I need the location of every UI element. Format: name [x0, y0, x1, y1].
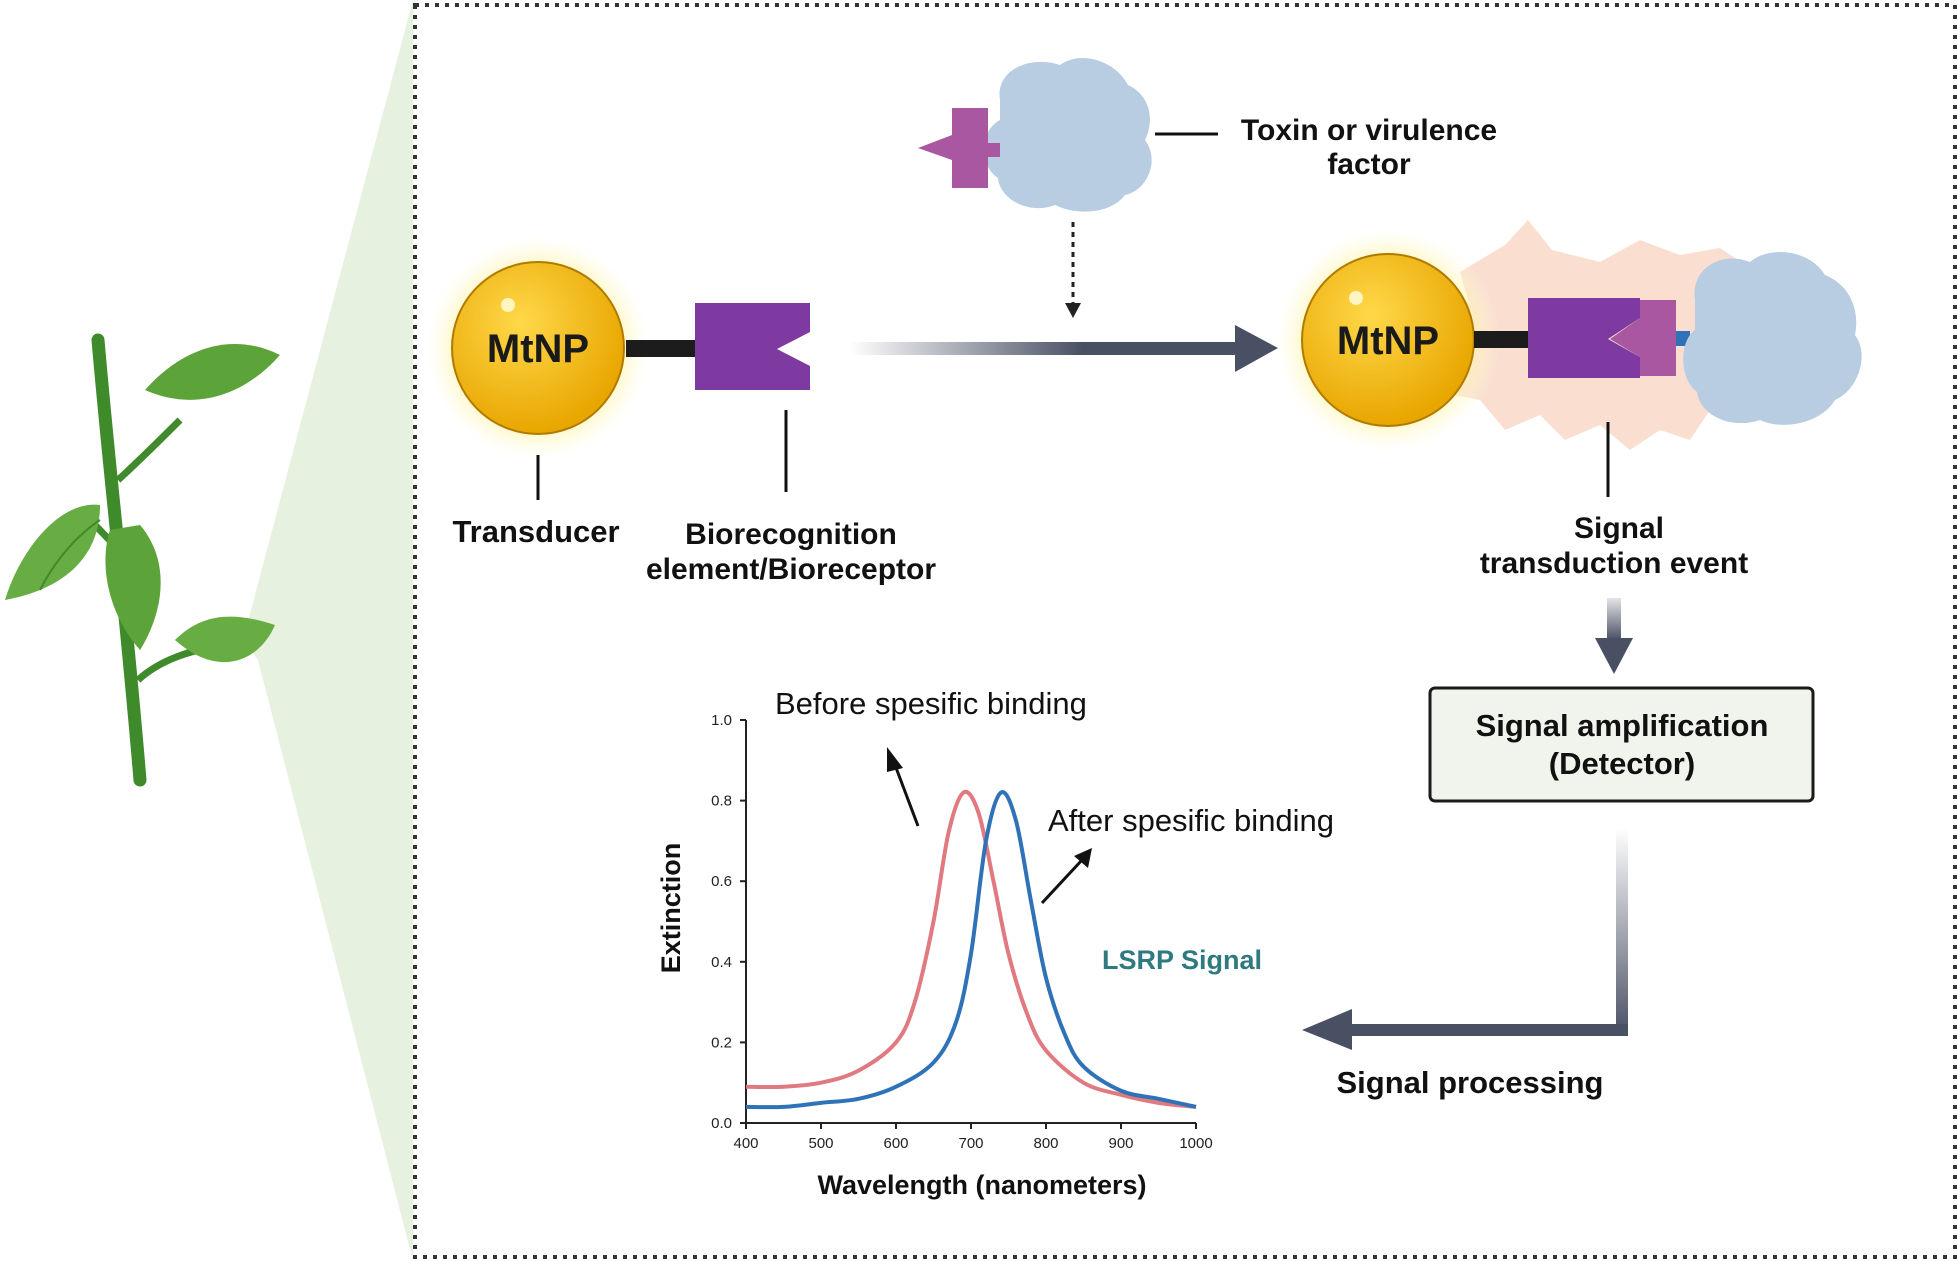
after-annotation-arrowhead [1074, 848, 1092, 868]
transducer-nanoparticle: MtNP [426, 236, 650, 460]
y-tick-label: 0.0 [711, 1115, 732, 1132]
chart-x-ticks: 400 500 600 700 800 900 1000 [733, 1123, 1213, 1152]
processing-arrow-vertical [1616, 828, 1628, 1036]
plant-icon [5, 333, 280, 787]
bioreceptor-label-line1: Biorecognition [685, 518, 897, 551]
process-arrowhead [1235, 325, 1278, 372]
chart-y-label: Extinction [656, 843, 686, 974]
chart-x-label: Wavelength (nanometers) [817, 1170, 1146, 1200]
detector-label-line2: (Detector) [1549, 746, 1695, 781]
zoom-cone [243, 0, 413, 1261]
bound-nanoparticle: MtNP [1276, 228, 1500, 452]
transducer-label: Transducer [452, 514, 619, 549]
x-tick-label: 600 [883, 1135, 908, 1152]
bound-toxin-ligand [1640, 300, 1676, 376]
processing-arrowhead [1302, 1009, 1352, 1050]
series-line-before-binding [745, 789, 1197, 1109]
linker-right [1474, 331, 1529, 348]
x-tick-label: 500 [808, 1135, 833, 1152]
extinction-chart: 0.0 0.2 0.4 0.6 0.8 1.0 400 500 600 700 800 900 100… [656, 712, 1213, 1200]
toxin-label-line1: Toxin or virulence [1241, 114, 1497, 147]
processing-label: Signal processing [1336, 1065, 1603, 1100]
x-tick-label: 800 [1033, 1135, 1058, 1152]
x-tick-label: 400 [733, 1135, 758, 1152]
detector-box [1428, 686, 1815, 803]
series-line-after-binding [745, 790, 1197, 1110]
x-tick-label: 700 [958, 1135, 983, 1152]
toxin-molecule [918, 57, 1152, 212]
after-annotation-arrow [1040, 858, 1084, 905]
to-detector-arrowhead [1595, 638, 1633, 674]
bioreceptor-label-line2: element/Bioreceptor [646, 553, 936, 586]
binding-dashed-arrowhead [1065, 303, 1081, 318]
annotation-lsrp-signal: LSRP Signal [1102, 945, 1262, 975]
annotation-before-binding: Before spesific binding [775, 686, 1087, 721]
before-annotation-arrowhead [887, 747, 903, 772]
signal-transduction-label-line2: transduction event [1480, 547, 1748, 580]
transducer-particle-label: MtNP [487, 327, 589, 371]
y-tick-label: 0.2 [711, 1034, 732, 1051]
signal-transduction-label-line1: Signal [1574, 512, 1664, 545]
to-detector-arrow-shaft [1607, 598, 1621, 640]
y-tick-label: 0.8 [711, 793, 732, 810]
bound-particle-label: MtNP [1337, 319, 1439, 363]
panel-border [413, 3, 1957, 1259]
annotation-after-binding: After spesific binding [1048, 803, 1334, 838]
toxin-label-line2: factor [1327, 148, 1411, 181]
processing-arrow-horizontal [1350, 1024, 1628, 1036]
chart-series [745, 789, 1197, 1110]
y-tick-label: 1.0 [711, 712, 732, 729]
y-tick-label: 0.6 [711, 873, 732, 890]
bound-toxin-body [1683, 252, 1862, 425]
linker-left [626, 340, 698, 357]
x-tick-label: 900 [1108, 1135, 1133, 1152]
x-tick-label: 1000 [1179, 1135, 1212, 1152]
before-annotation-arrow [893, 764, 920, 827]
bioreceptor-shape [695, 303, 810, 390]
bound-receptor-shape [1528, 298, 1640, 378]
y-tick-label: 0.4 [711, 954, 732, 971]
chart-y-ticks: 0.0 0.2 0.4 0.6 0.8 1.0 [711, 712, 746, 1132]
detector-label-line1: Signal amplification [1476, 708, 1769, 743]
process-arrow-shaft [850, 342, 1238, 355]
bound-toxin-ligand-tip [1610, 318, 1640, 357]
